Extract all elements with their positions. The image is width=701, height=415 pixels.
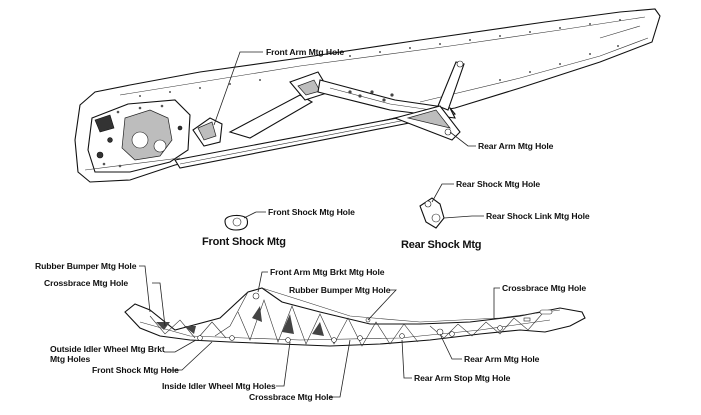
label-crossbrace-mtg-hole-bottom: Crossbrace Mtg Hole [249,392,333,402]
label-outside-idler-line2: Mtg Holes [50,354,90,364]
label-rear-arm-mtg-hole-bottom: Rear Arm Mtg Hole [464,354,540,364]
title-front-shock-mtg: Front Shock Mtg [202,236,286,248]
label-rear-arm-stop-mtg-hole: Rear Arm Stop Mtg Hole [414,373,511,383]
label-crossbrace-mtg-hole-right: Crossbrace Mtg Hole [502,283,586,293]
label-rear-arm-mtg-hole-top: Rear Arm Mtg Hole [478,141,554,151]
label-rear-shock-link-mtg-hole: Rear Shock Link Mtg Hole [486,211,590,221]
label-rubber-bumper-mtg-hole-mid: Rubber Bumper Mtg Hole [289,285,391,295]
title-rear-shock-mtg: Rear Shock Mtg [401,239,481,251]
front-shock-mount-part [224,214,249,231]
label-inside-idler-wheel-mtg-holes: Inside Idler Wheel Mtg Holes [162,381,276,391]
label-front-arm-mtg-brkt-mtg-hole: Front Arm Mtg Brkt Mtg Hole [270,267,385,277]
label-rubber-bumper-mtg-hole-left: Rubber Bumper Mtg Hole [35,261,137,271]
label-rear-shock-mtg-hole: Rear Shock Mtg Hole [456,179,540,189]
label-front-shock-mtg-hole-top: Front Shock Mtg Hole [268,207,355,217]
rail-drawing [124,287,586,347]
rear-shock-mount-part [419,197,445,229]
label-crossbrace-mtg-hole-left: Crossbrace Mtg Hole [44,278,128,288]
label-front-arm-mtg-hole: Front Arm Mtg Hole [266,47,344,57]
leader-lines [139,51,500,398]
chassis-drawing [74,8,661,183]
label-outside-idler-line1: Outside Idler Wheel Mtg Brkt [50,344,165,354]
label-front-shock-mtg-hole-bottom: Front Shock Mtg Hole [92,365,179,375]
